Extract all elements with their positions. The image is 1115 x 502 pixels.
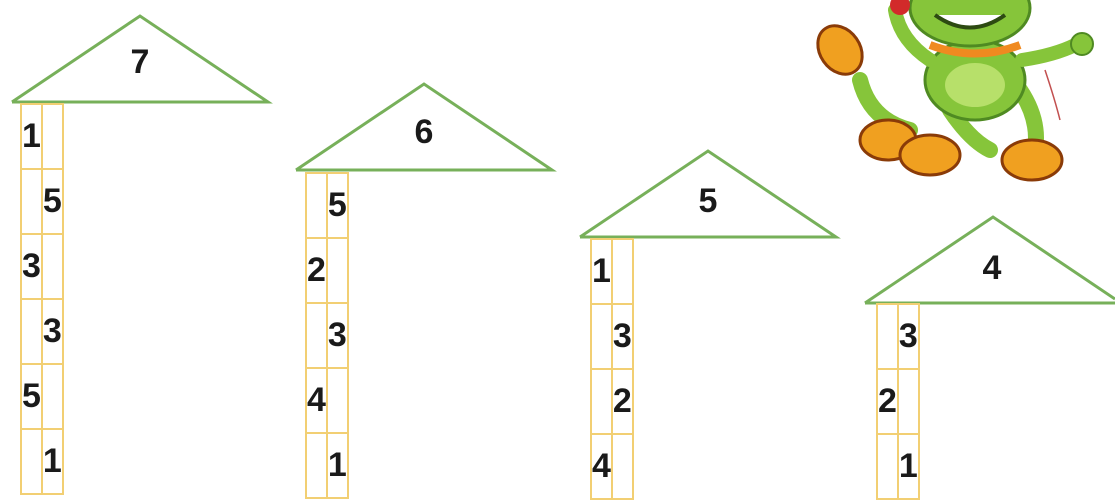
house-4-cell [877, 304, 898, 369]
house-4-cell [898, 369, 919, 434]
house-3-cell: 2 [612, 369, 633, 434]
house-1-cell [21, 429, 42, 494]
house-1-cell: 1 [42, 429, 63, 494]
house-1-cell [42, 364, 63, 429]
house-2-cell [306, 433, 327, 498]
house-3-cell: 3 [612, 304, 633, 369]
house-3-cell [612, 434, 633, 499]
house-4-cell: 3 [898, 304, 919, 369]
house-4-roof-number: 4 [962, 248, 1022, 288]
house-3-cell [591, 304, 612, 369]
house-2-cell: 1 [327, 433, 348, 498]
house-3-cell [591, 369, 612, 434]
house-4-grid: 3 2 1 [876, 303, 920, 500]
house-2-cell [306, 303, 327, 368]
house-2-cell: 3 [327, 303, 348, 368]
house-4-cell: 2 [877, 369, 898, 434]
house-1-cell: 5 [21, 364, 42, 429]
house-2-cell: 4 [306, 368, 327, 433]
house-2-cell [327, 368, 348, 433]
house-4-cell [877, 434, 898, 499]
house-4-cell: 1 [898, 434, 919, 499]
house-3-cell: 4 [591, 434, 612, 499]
cartoon-frog-illustration [800, 0, 1100, 200]
